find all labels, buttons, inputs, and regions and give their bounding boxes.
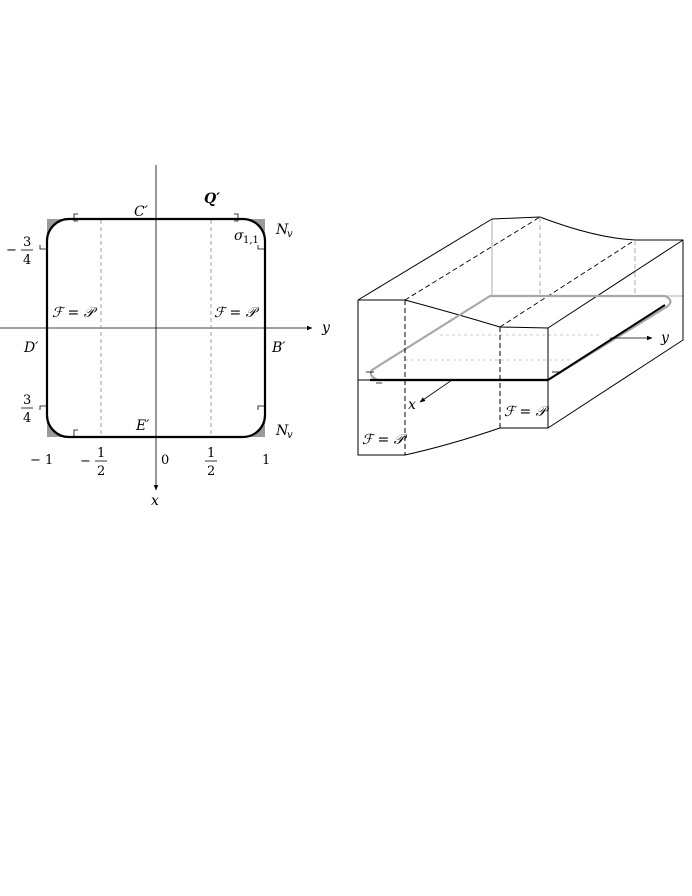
svg-text:1: 1 (97, 446, 105, 461)
top-face-edges (357, 216, 684, 329)
corner-label-bottom: E′ (135, 418, 150, 434)
hidden-edges (491, 219, 684, 297)
nv-bottom-label: N v (275, 423, 293, 441)
corner-patch-top-right (244, 219, 265, 240)
domain-boundary (45, 217, 267, 439)
nv-top-label: N v (275, 222, 293, 240)
svg-text:−: − (80, 454, 91, 469)
svg-text:1: 1 (207, 446, 215, 461)
svg-text:v: v (287, 229, 293, 240)
svg-text:4: 4 (23, 253, 31, 268)
slice-right-edge (547, 304, 666, 381)
right-x-axis-label: x (408, 397, 416, 413)
tick-one: 1 (262, 453, 270, 468)
svg-text:σ: σ (234, 228, 244, 244)
svg-text:N: N (275, 222, 289, 238)
right-f-eq-p-middle-label: ℱ = 𝒫 (504, 404, 550, 420)
svg-text:N: N (275, 423, 289, 439)
svg-text:2: 2 (97, 464, 105, 479)
left-panel: Q′ C′ D′ B′ E′ y x ℱ = 𝒫 ℱ = 𝒫 σ 1,1 N v… (0, 165, 331, 509)
corner-patches (47, 219, 265, 437)
right-panel (357, 216, 684, 456)
corner-label-left: D′ (23, 340, 39, 356)
frac-neg-three-quarter: − 3 4 (6, 235, 33, 268)
corner-patch-top-left (47, 219, 68, 240)
tick-neg-one: − 1 (30, 453, 53, 468)
right-f-eq-p-left-label: ℱ = 𝒫 (362, 432, 408, 448)
svg-text:1,1: 1,1 (243, 235, 259, 246)
f-eq-p-left-label: ℱ = 𝒫 (52, 305, 98, 321)
sigma-label: σ 1,1 (234, 228, 259, 246)
right-x-axis-line (419, 379, 453, 403)
svg-text:3: 3 (23, 235, 31, 250)
svg-text:4: 4 (23, 411, 31, 426)
panel-title: Q′ (204, 191, 220, 207)
slice-ticks (366, 371, 560, 384)
tick-half: 1 2 (205, 446, 217, 479)
corner-label-top: C′ (134, 204, 149, 220)
x-axis-label: x (151, 493, 159, 509)
corner-patch-bottom-left (47, 416, 68, 437)
svg-text:3: 3 (23, 393, 31, 408)
front-dashed-verticals (404, 300, 501, 455)
right-face (547, 240, 684, 429)
middle-dashed-guides (405, 334, 600, 361)
tick-zero: 0 (161, 453, 169, 468)
tick-neg-half: − 1 2 (80, 446, 107, 479)
y-axis-label: y (321, 320, 331, 336)
bracket-ticks (39, 213, 266, 438)
svg-text:2: 2 (207, 464, 215, 479)
svg-text:−: − (6, 243, 17, 258)
back-dashed-verticals (539, 217, 636, 296)
gray-boundary-curve (369, 294, 672, 382)
frac-three-quarter: 3 4 (21, 393, 33, 426)
corner-label-right: B′ (271, 340, 286, 356)
f-eq-p-right-label: ℱ = 𝒫 (214, 305, 260, 321)
corner-patch-bottom-right (244, 416, 265, 437)
top-dashed-lines (404, 216, 636, 328)
svg-text:v: v (287, 430, 293, 441)
right-y-axis-label: y (660, 330, 670, 346)
